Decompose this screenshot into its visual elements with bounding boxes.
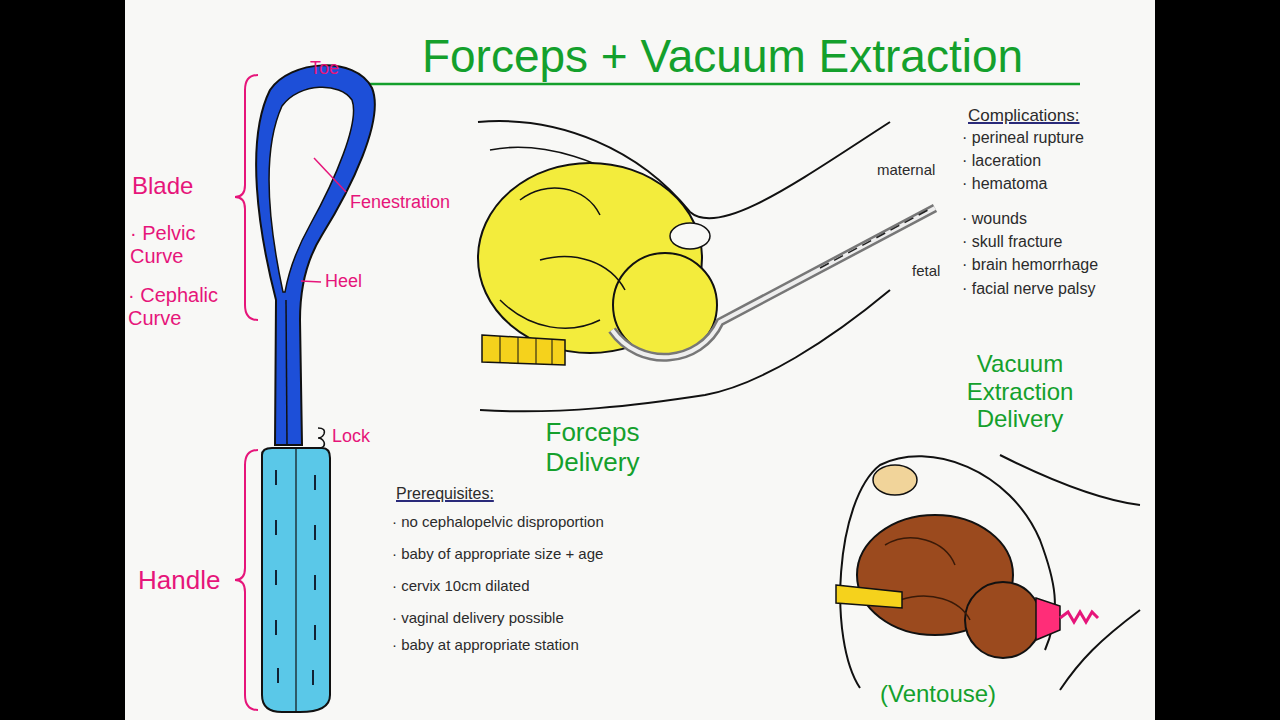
title: Forceps + Vacuum Extraction: [365, 30, 1080, 83]
illustration-caption: Vacuum Extraction Delivery: [925, 350, 1115, 433]
body-outline: [1000, 455, 1140, 690]
lock-brace: [318, 428, 324, 448]
fetus-head: [965, 582, 1041, 658]
illustration-caption: (Ventouse): [880, 680, 996, 708]
vertebra-lines: [500, 336, 552, 364]
handle-bracket: [235, 450, 258, 710]
side-bar: [1155, 0, 1280, 720]
grip-mark: [314, 575, 316, 590]
grip-mark: [275, 620, 277, 635]
fetus-limbs: [500, 188, 625, 328]
part-label: Handle: [138, 566, 220, 596]
list-item: · vaginal delivery possible: [392, 609, 564, 626]
section-heading: Complications:: [968, 106, 1080, 126]
forceps-grip: [820, 210, 928, 268]
list-item: · wounds: [962, 210, 1027, 228]
grip-mark: [314, 475, 316, 490]
forceps-in-place: [612, 208, 935, 357]
uterus-outline: [840, 456, 1055, 688]
handle-grip: [276, 470, 315, 685]
part-label: Fenestration: [350, 192, 450, 213]
vacuum-cup: [1036, 598, 1060, 640]
part-label: Lock: [332, 426, 370, 447]
grip-mark: [275, 520, 277, 535]
part-label: · Pelvic Curve: [130, 222, 230, 268]
part-label: Blade: [132, 172, 193, 200]
title-underline: [365, 83, 1080, 86]
forceps-blade: [256, 65, 375, 445]
part-label: Heel: [325, 271, 362, 292]
list-item: · facial nerve palsy: [962, 280, 1095, 298]
part-label: · Cephalic Curve: [128, 284, 246, 330]
blade-bracket: [235, 75, 258, 320]
spine: [836, 585, 902, 608]
list-item: · brain hemorrhage: [962, 256, 1098, 274]
side-bar: [0, 0, 125, 720]
fenestration: [269, 87, 353, 292]
grip-mark: [314, 625, 316, 640]
vacuum-handle: [1060, 612, 1098, 622]
group-label: fetal: [912, 262, 940, 279]
grip-mark: [275, 470, 277, 485]
spine: [482, 335, 565, 365]
list-item: · perineal rupture: [962, 129, 1084, 147]
list-item: · laceration: [962, 152, 1041, 170]
leader-line: [301, 281, 321, 282]
handle-split: [295, 448, 296, 712]
list-item: · skull fracture: [962, 233, 1062, 251]
illustration-caption: Forceps Delivery: [505, 418, 680, 478]
list-item: · baby at appropriate station: [392, 636, 579, 653]
placenta: [873, 465, 917, 495]
list-item: · baby of appropriate size + age: [392, 545, 603, 562]
list-item: · no cephalopelvic disproportion: [392, 513, 604, 530]
blade-shank: [286, 300, 287, 445]
section-heading: Prerequisites:: [396, 485, 494, 503]
forceps-handle: [262, 448, 330, 712]
grip-mark: [277, 668, 279, 683]
leader-line: [314, 158, 346, 192]
grip-mark: [314, 525, 316, 540]
part-label: Toe: [310, 58, 339, 79]
list-item: · cervix 10cm dilated: [392, 577, 530, 594]
grip-mark: [275, 570, 277, 585]
symphysis: [670, 223, 710, 249]
grip-mark: [312, 670, 314, 685]
group-label: maternal: [877, 161, 935, 178]
list-item: · hematoma: [962, 175, 1047, 193]
forceps-in-place: [612, 208, 935, 357]
